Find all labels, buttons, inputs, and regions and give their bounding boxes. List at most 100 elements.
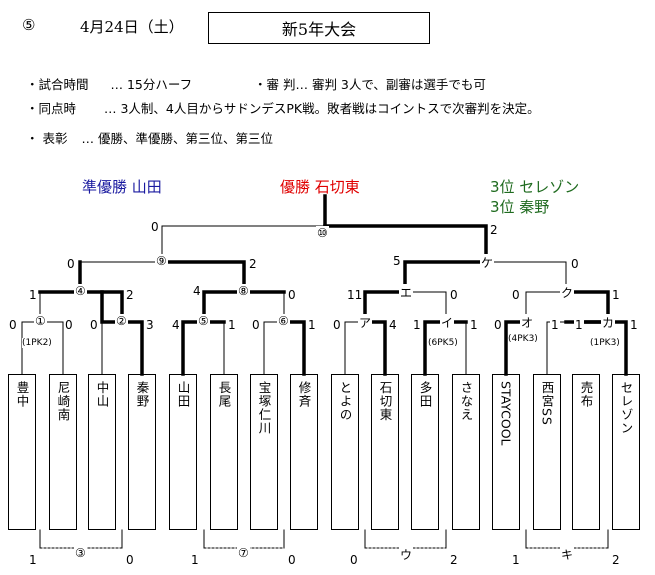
score: 0 — [287, 288, 297, 302]
info-referee-label: ・審 判 — [254, 77, 296, 92]
score: 11 — [346, 288, 364, 302]
team-name: 多田 — [417, 381, 433, 408]
score: 0 — [332, 318, 342, 332]
match-tag-ka: カ — [601, 314, 616, 331]
score: 2 — [611, 553, 621, 567]
team-name: 売布 — [578, 381, 594, 408]
tournament-date: 4月24日（土） — [80, 18, 184, 36]
score: 2 — [489, 223, 499, 237]
score: 2 — [248, 257, 258, 271]
team-box: とよの — [331, 374, 359, 530]
team-box: 西宮SS — [533, 374, 561, 530]
score: 0 — [89, 318, 99, 332]
match-tag-4: ④ — [74, 284, 87, 298]
score: 1 — [227, 318, 237, 332]
match-tag-10: ⑩ — [316, 226, 329, 240]
match-tag-i: イ — [440, 314, 455, 331]
score: 5 — [392, 254, 402, 268]
team-box: 豊中 — [8, 374, 36, 530]
info-match-time-text: … 15分ハーフ — [110, 77, 193, 92]
team-box: 長尾 — [210, 374, 238, 530]
match-tag-u: ウ — [399, 546, 414, 563]
team-box: 尼崎南 — [49, 374, 77, 530]
tournament-number: ⑤ — [22, 16, 36, 34]
match-tag-8: ⑧ — [237, 284, 250, 298]
score: 0 — [287, 553, 297, 567]
match-tag-ku: ク — [560, 284, 575, 301]
pk-note-i: (6PK5) — [428, 338, 458, 348]
info-awards-text: … 優勝、準優勝、第三位、第三位 — [81, 131, 273, 146]
team-name: 豊中 — [14, 381, 30, 408]
pk-note-o: (4PK3) — [508, 334, 538, 344]
tournament-title: 新5年大会 — [281, 20, 357, 39]
team-name: 秦野 — [134, 381, 150, 408]
score: 0 — [449, 288, 459, 302]
score: 0 — [511, 288, 521, 302]
info-tiebreak: ・同点時 … 3人制、4人目からサドンデスPK戦。敗者戦はコイントスで次審判を決… — [26, 98, 540, 117]
info-tiebreak-text: … 3人制、4人目からサドンデスPK戦。敗者戦はコイントスで次審判を決定。 — [104, 101, 540, 116]
score: 0 — [251, 318, 261, 332]
team-name: 修斉 — [296, 381, 312, 408]
score: 2 — [125, 288, 135, 302]
info-awards-label: ・ 表彰 — [26, 131, 68, 146]
team-name: さなえ — [458, 381, 474, 422]
pk-note-ka: (1PK3) — [590, 338, 620, 348]
pk-note-1: (1PK2) — [22, 338, 52, 348]
match-tag-5: ⑤ — [197, 314, 210, 328]
score: 0 — [493, 318, 503, 332]
score: 0 — [349, 553, 359, 567]
score: 1 — [190, 553, 200, 567]
result-winner: 優勝 石切東 — [280, 178, 360, 196]
score: 4 — [171, 318, 181, 332]
team-box: セレゾン — [612, 374, 640, 530]
team-box: 売布 — [572, 374, 600, 530]
result-runner-up: 準優勝 山田 — [82, 178, 162, 196]
team-name: 西宮SS — [539, 381, 555, 426]
team-name: セレゾン — [618, 381, 634, 435]
score: 3 — [145, 318, 155, 332]
team-name: 宝塚仁川 — [256, 381, 272, 435]
match-tag-7: ⑦ — [237, 546, 250, 560]
result-third-1: 3位 セレゾン — [490, 178, 580, 196]
score: 1 — [469, 318, 479, 332]
score: 1 — [28, 553, 38, 567]
title-box: 新5年大会 — [208, 12, 430, 44]
info-tiebreak-label: ・同点時 — [26, 101, 77, 116]
score: 1 — [307, 318, 317, 332]
team-box: STAYCOOL — [492, 374, 520, 530]
match-tag-a: ア — [358, 314, 373, 331]
match-tag-e: エ — [399, 284, 414, 301]
info-referee-text: … 審判 3人で、副審は選手でも可 — [295, 77, 486, 92]
score: 0 — [66, 257, 76, 271]
match-tag-6: ⑥ — [277, 314, 290, 328]
info-match-time: ・試合時間 … 15分ハーフ — [26, 74, 192, 93]
team-box: 山田 — [169, 374, 197, 530]
match-tag-3: ③ — [74, 546, 87, 560]
info-referee: ・審 判… 審判 3人で、副審は選手でも可 — [254, 74, 486, 93]
team-name: 山田 — [175, 381, 191, 408]
team-name: 石切東 — [377, 381, 393, 422]
score: 1 — [611, 288, 621, 302]
team-box: 多田 — [411, 374, 439, 530]
score: 0 — [570, 257, 580, 271]
score: 4 — [192, 284, 202, 298]
score: 0 — [8, 318, 18, 332]
score: 1 — [412, 318, 422, 332]
match-tag-o: オ — [520, 314, 535, 331]
team-box: 修斉 — [290, 374, 318, 530]
team-name: とよの — [337, 381, 353, 422]
team-box: 石切東 — [371, 374, 399, 530]
score: 0 — [64, 318, 74, 332]
info-match-time-label: ・試合時間 — [26, 77, 89, 92]
team-name: 尼崎南 — [55, 381, 71, 422]
team-box: 宝塚仁川 — [250, 374, 278, 530]
match-tag-1: ① — [34, 314, 47, 328]
match-tag-9: ⑨ — [155, 254, 168, 268]
match-tag-ki: キ — [560, 546, 575, 563]
score: 4 — [388, 318, 398, 332]
team-name: 長尾 — [216, 381, 232, 408]
score: 2 — [449, 553, 459, 567]
score: 1 — [574, 318, 584, 332]
team-box: さなえ — [452, 374, 480, 530]
score: 0 — [125, 553, 135, 567]
